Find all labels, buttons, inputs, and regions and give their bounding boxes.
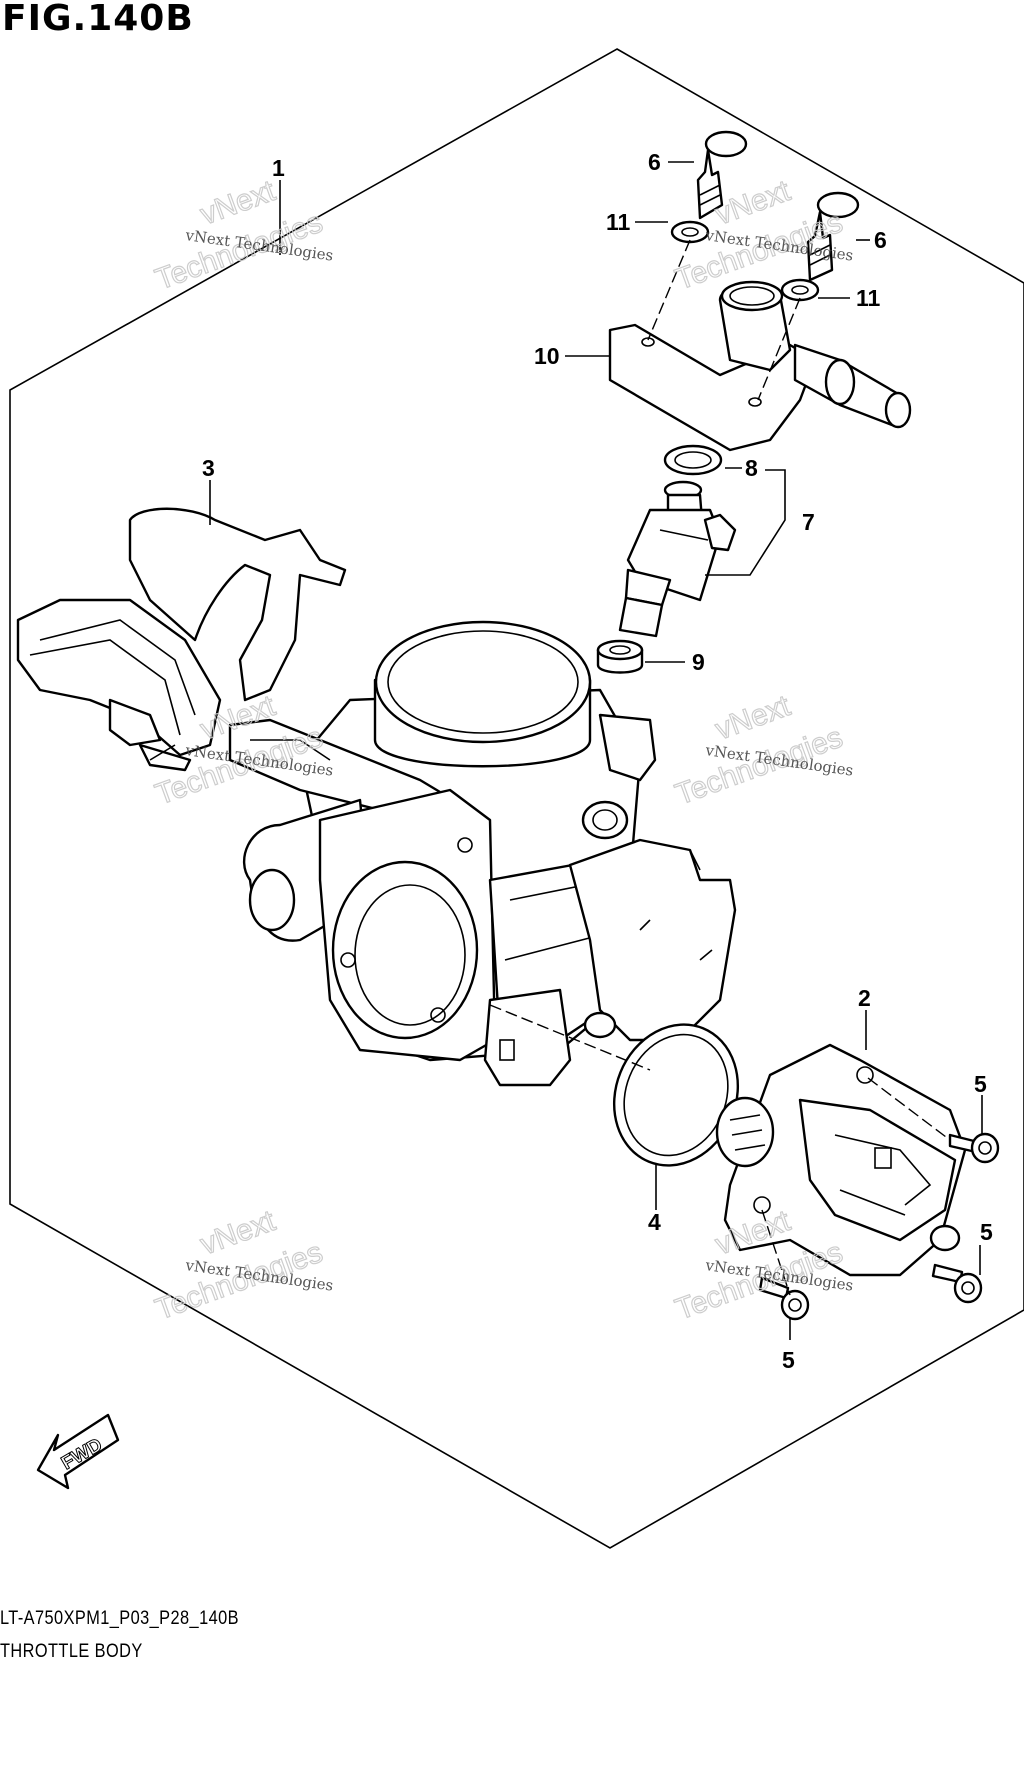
forward-direction-badge: FWD <box>36 1413 120 1490</box>
model-code: LT-A750XPM1_P03_P28_140B <box>0 1608 239 1629</box>
svg-text:vNext: vNext <box>711 174 795 231</box>
screw-part-5-right[interactable] <box>931 1263 983 1304</box>
callout-4: 4 <box>648 1209 661 1235</box>
callout-6-upper: 6 <box>648 149 661 175</box>
seal-part-9[interactable] <box>596 639 644 674</box>
washer-part-11-right[interactable] <box>780 278 820 302</box>
svg-text:vNext: vNext <box>711 689 795 746</box>
leader-lines <box>209 161 983 1340</box>
callout-1: 1 <box>272 155 285 181</box>
throttle-position-sensor-part-2[interactable] <box>715 1043 967 1277</box>
screw-part-5-upper[interactable] <box>948 1132 1000 1164</box>
figure-title: FIG.140B <box>2 0 194 39</box>
watermark-mid-right: vNext Technologies vNext Technologies <box>671 689 855 813</box>
bracket-part-3[interactable] <box>16 507 347 772</box>
callout-5-right: 5 <box>980 1219 993 1245</box>
o-ring-part-8[interactable] <box>663 444 723 476</box>
watermark-bottom-left: vNext Technologies vNext Technologies <box>151 1204 335 1328</box>
throttle-body-part-1[interactable] <box>228 620 737 1087</box>
section-name: THROTTLE BODY <box>0 1641 143 1662</box>
callout-6-right: 6 <box>874 227 887 253</box>
washer-part-11-upper[interactable] <box>670 220 710 244</box>
callout-5-upper: 5 <box>974 1071 987 1097</box>
callout-11-right: 11 <box>856 285 881 311</box>
watermark-top-left: vNext Technologies vNext Technologies <box>151 174 335 298</box>
assembly-guide-lines <box>489 239 951 1296</box>
bolt-part-6-right[interactable] <box>806 191 860 282</box>
screw-part-5-lower[interactable] <box>758 1276 810 1321</box>
bolt-part-6-upper[interactable] <box>696 130 748 220</box>
assembly-boundary <box>9 48 1024 1549</box>
callout-5-lower: 5 <box>782 1347 795 1373</box>
fwd-arrow-icon <box>36 1413 120 1490</box>
fuel-delivery-pipe-part-10[interactable] <box>608 280 912 452</box>
callout-8: 8 <box>745 455 758 481</box>
callout-9: 9 <box>692 649 705 675</box>
callout-2: 2 <box>858 985 871 1011</box>
callout-3: 3 <box>202 455 215 481</box>
callout-labels: 1 3 6 6 11 11 10 8 7 9 2 4 5 5 5 <box>202 149 993 1373</box>
callout-7: 7 <box>802 509 815 535</box>
callout-11-upper: 11 <box>606 209 631 235</box>
fuel-injector-part-7[interactable] <box>618 480 737 638</box>
callout-10: 10 <box>534 343 560 369</box>
